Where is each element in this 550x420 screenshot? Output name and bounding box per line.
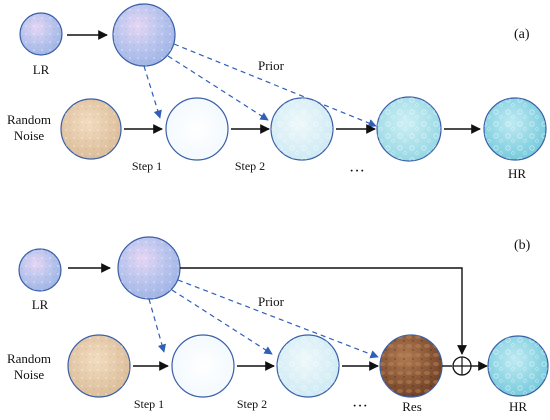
panel-a-noise-label-line2: Noise bbox=[14, 128, 45, 143]
panel-b-lr-label: LR bbox=[32, 297, 49, 312]
panel-b-prior-arrow-step1 bbox=[148, 298, 166, 353]
panel-a-step2-label: Step 2 bbox=[235, 159, 265, 173]
panel-a-lr-upsampled-circle bbox=[112, 3, 176, 67]
panel-a-tag: (a) bbox=[514, 27, 530, 42]
panel-b-noise-label-line2: Noise bbox=[14, 367, 45, 382]
panel-b-hr-circle bbox=[487, 335, 549, 397]
panel-a-step1-label: Step 1 bbox=[132, 159, 162, 173]
panel-b-noise-label-line1: Random bbox=[7, 351, 51, 366]
panel-b: (b) LR Prior Random Noise Step 1 bbox=[7, 236, 549, 415]
panel-a-lr-label: LR bbox=[33, 62, 50, 77]
panel-a-noise-label-line1: Random bbox=[7, 112, 51, 127]
panel-a-step2-circle bbox=[270, 97, 334, 161]
panel-b-ellipsis: ··· bbox=[352, 398, 368, 415]
panel-b-sum-icon bbox=[452, 356, 472, 376]
panel-b-tag: (b) bbox=[514, 238, 531, 253]
panel-b-step2-circle bbox=[276, 334, 340, 398]
panel-b-prior-label: Prior bbox=[258, 294, 285, 309]
panel-b-prior-arrow-step2 bbox=[171, 289, 273, 355]
panel-a-lr-circle bbox=[19, 12, 63, 56]
panel-a-step1-circle bbox=[165, 97, 229, 161]
panel-a-hr-circle bbox=[483, 97, 547, 161]
panel-a-ellipsis: ··· bbox=[349, 163, 365, 180]
panel-a-pre-hr-circle bbox=[376, 96, 442, 162]
panel-b-hr-label: HR bbox=[509, 399, 527, 414]
panel-b-lr-upsampled-circle bbox=[117, 236, 181, 300]
panel-b-noise-circle bbox=[67, 334, 131, 398]
panel-b-skip-connection-arrow bbox=[180, 267, 467, 355]
panel-a-prior-arrow-step2 bbox=[167, 55, 269, 121]
panel-a-hr-label: HR bbox=[508, 166, 526, 181]
panel-a-prior-label: Prior bbox=[258, 58, 285, 73]
panel-b-step1-label: Step 1 bbox=[134, 397, 164, 411]
panel-a-noise-circle bbox=[60, 98, 122, 160]
panel-a-prior-arrow-final bbox=[173, 43, 377, 128]
panel-b-step1-circle bbox=[171, 334, 235, 398]
panel-a: (a) LR Prior Random Noise Step 1 bbox=[7, 3, 547, 181]
panel-b-res-circle bbox=[379, 334, 443, 398]
panel-b-res-label: Res bbox=[402, 399, 422, 414]
panel-b-lr-circle bbox=[18, 248, 62, 292]
panel-b-step2-label: Step 2 bbox=[237, 397, 267, 411]
panel-a-prior-arrow-step1 bbox=[143, 65, 162, 119]
